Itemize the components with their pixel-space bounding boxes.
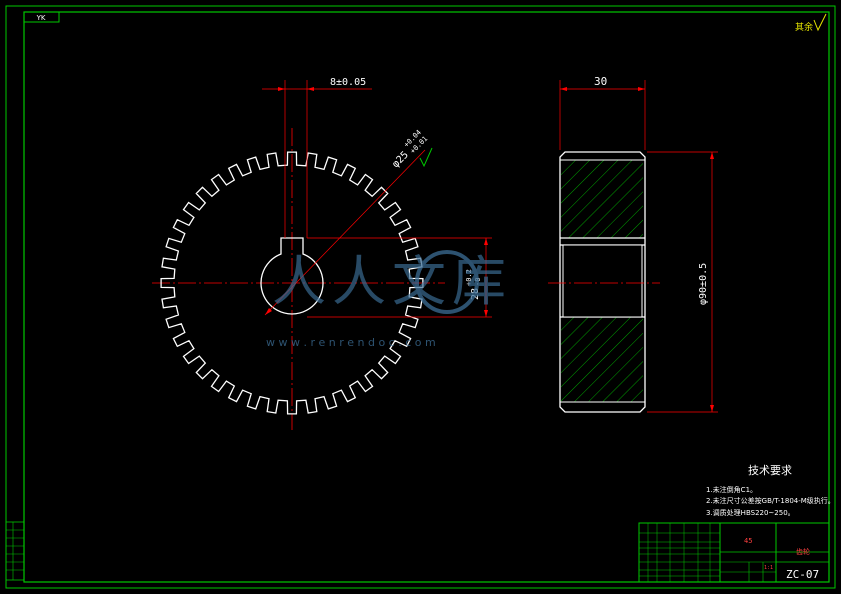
watermark: 人人文库 w w w . r e n r e n d o c . c o m	[266, 250, 512, 349]
watermark-brand: 人人文库	[272, 250, 512, 313]
title-part-name: 齿轮	[796, 547, 810, 556]
top-right-mark: 其余	[795, 21, 813, 33]
outer-border	[5, 5, 836, 589]
gear-teeth-outline	[160, 151, 424, 415]
roughness-symbol-icon	[419, 147, 433, 168]
watermark-url: w w w . r e n r e n d o c . c o m	[266, 336, 436, 349]
inner-frame	[23, 11, 830, 583]
front-view	[152, 128, 445, 430]
dim-face-width: 30	[594, 75, 607, 88]
technical-requirements: 技术要求 1.未注倒角C1。 2.未注尺寸公差按GB/T-1804-M级执行。 …	[706, 464, 835, 517]
left-strip	[5, 521, 25, 581]
side-dimensions: 30 φ90±0.5	[559, 75, 718, 413]
tech-req-title: 技术要求	[748, 464, 792, 477]
corner-code: YK	[36, 14, 46, 22]
title-scale: 1:1	[764, 565, 773, 571]
title-material: 45	[744, 537, 752, 545]
title-block: 45 齿轮 ZC-07 1:1	[638, 522, 830, 583]
title-drawing-number: ZC-07	[786, 568, 819, 581]
corner-code-box	[23, 11, 60, 23]
tech-req-item: 3.调质处理HBS220~250。	[706, 508, 795, 517]
upper-section-hatch	[561, 160, 643, 238]
side-outline	[559, 151, 646, 413]
bore-keyway-outline	[260, 237, 324, 315]
dim-tip-diameter: φ90±0.5	[698, 263, 709, 305]
watermark-logo-icon	[415, 250, 479, 314]
side-view	[548, 151, 660, 413]
dim-key-depth-tol-upper: +0.2	[465, 269, 473, 286]
tech-req-item: 1.未注倒角C1。	[706, 485, 757, 494]
roughness-symbol-icon-top	[813, 13, 827, 32]
tech-req-item: 2.未注尺寸公差按GB/T-1804-M级执行。	[706, 496, 835, 505]
dim-key-width: 8±0.05	[330, 77, 366, 88]
lower-section-hatch	[561, 317, 643, 402]
